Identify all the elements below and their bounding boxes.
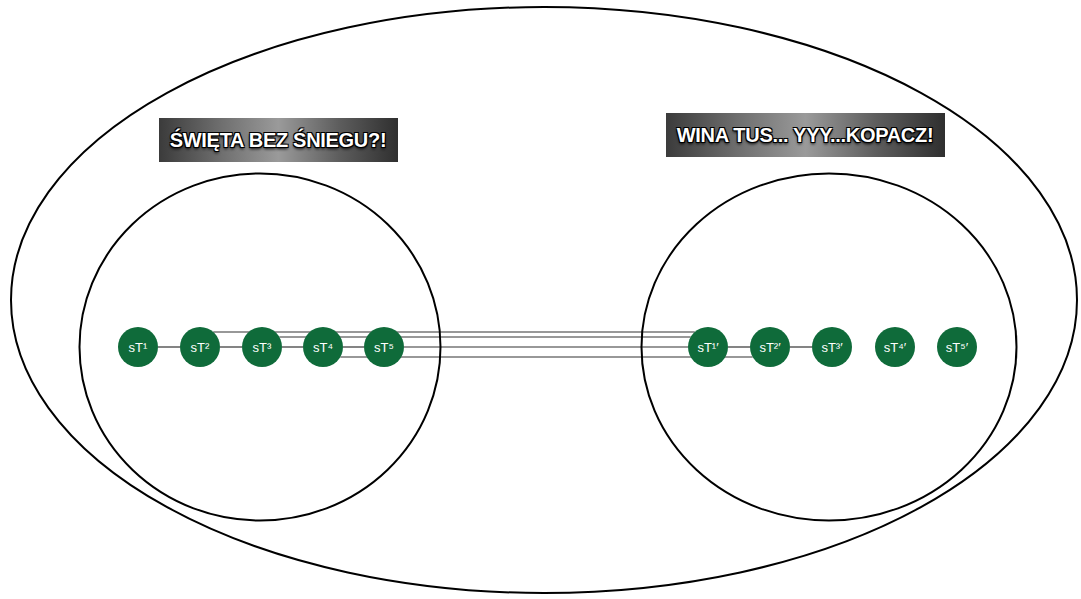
term-label: sT⁵ [374, 341, 394, 354]
banner-caption: ŚWIĘTA BEZ ŚNIEGU?! [170, 129, 387, 152]
term-label: sT² [191, 341, 210, 354]
group-circle: WINA TUS... YYY...KOPACZ! sT¹′ sT²′ sT³′ sT⁴… [640, 108, 1018, 522]
term-circle: sT² [180, 327, 220, 367]
term-label: sT⁴′ [884, 341, 906, 354]
term-circle: sT⁵′ [937, 327, 977, 367]
term-circle: sT³′ [812, 327, 852, 367]
connector-line [158, 346, 180, 347]
connector-line [282, 346, 303, 347]
outer-ellipse [11, 7, 1077, 593]
term-label: sT¹′ [697, 341, 718, 354]
connector-line [343, 346, 364, 347]
term-label: sT²′ [759, 341, 780, 354]
term-circle: sT⁴′ [875, 327, 915, 367]
term-label: sT⁴ [313, 341, 333, 354]
term-circle: sT⁴ [303, 327, 343, 367]
banner-caption: WINA TUS... YYY...KOPACZ! [677, 124, 934, 147]
term-label: sT⁵′ [946, 341, 968, 354]
connector-line [790, 346, 812, 347]
group-circle-outline [80, 174, 441, 521]
term-label: sT³′ [821, 341, 842, 354]
term-circle: sT³ [242, 327, 282, 367]
term-label: sT¹ [129, 341, 148, 354]
term-label: sT³ [253, 341, 272, 354]
term-circle: sT²′ [750, 327, 790, 367]
term-circle: sT¹′ [688, 327, 728, 367]
connector-line [728, 346, 750, 347]
term-circle: sT¹ [118, 327, 158, 367]
term-circle: sT⁵ [364, 327, 404, 367]
meme-banner: WINA TUS... YYY...KOPACZ! [666, 113, 945, 157]
connector-line [220, 346, 242, 347]
group-circle: ŚWIĘTA BEZ ŚNIEGU?! sT¹ sT² sT³ sT⁴ sT⁵ [78, 112, 442, 522]
connector-line [213, 331, 695, 332]
connector-line [404, 346, 688, 347]
group-circle-outline [642, 174, 1017, 521]
meme-banner: ŚWIĘTA BEZ ŚNIEGU?! [159, 118, 398, 162]
